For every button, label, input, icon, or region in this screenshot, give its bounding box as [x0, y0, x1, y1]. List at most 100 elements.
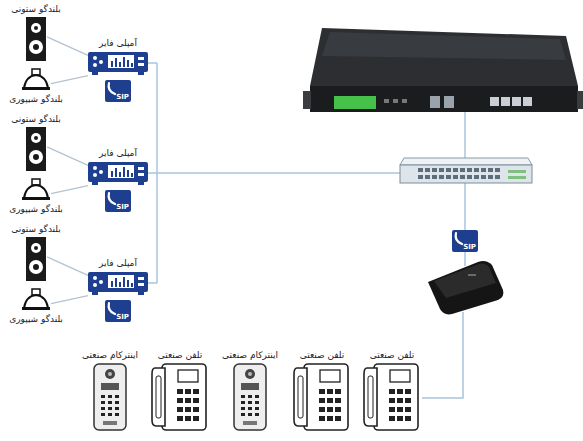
gateway-body: [428, 261, 503, 314]
server-port: [523, 97, 532, 106]
phone-key: [405, 389, 411, 394]
speaker-cone: [31, 243, 41, 253]
intercom-icon: [92, 362, 128, 432]
device-label: بلندگو شیپوری: [9, 314, 63, 324]
horn-speaker-icon: [21, 68, 51, 92]
horn-speaker-icon: [21, 178, 51, 202]
gateway-logo: [468, 274, 476, 276]
sip-badge-bg: [452, 230, 478, 252]
amplifier-foot: [138, 182, 144, 185]
device-label: آمپلی فایر: [99, 38, 137, 48]
amplifier-body: [88, 162, 148, 182]
speaker-cone-center: [33, 264, 39, 270]
server-port: [512, 97, 521, 106]
phone-key: [335, 398, 341, 403]
phone-key: [177, 407, 183, 412]
device-label: تلفن صنعتی: [370, 350, 415, 360]
intercom-screen: [101, 383, 119, 390]
amplifier-foot: [92, 72, 98, 75]
phone-icon: [292, 362, 352, 432]
phone-handset: [152, 368, 165, 426]
intercom-key: [115, 407, 119, 410]
amplifier-level-bar: [127, 170, 129, 177]
gateway-top: [434, 263, 496, 298]
horn-speaker: بلندگو شیپوری: [21, 288, 51, 326]
amplifier-level-bar: [123, 277, 125, 287]
intercom-screen: [241, 383, 259, 390]
speaker-cabinet: [26, 127, 46, 171]
intercom-key: [108, 413, 112, 416]
column-speaker-icon: [25, 236, 47, 282]
device-label: بلندگو ستونی: [11, 114, 61, 124]
switch-led: [508, 176, 526, 179]
horn-speaker-icon: [21, 288, 51, 312]
amplifier-level-bar: [119, 282, 121, 287]
column-speaker-icon: [25, 126, 47, 172]
phone-body: [374, 364, 418, 430]
intercom-body: [94, 364, 126, 430]
gateway-illustration: [428, 261, 503, 314]
industrial-intercom: اینترکام صنعتی: [92, 348, 128, 432]
phone-key: [193, 416, 199, 421]
speaker-cone: [29, 40, 43, 54]
phone-screen: [178, 370, 198, 382]
phone-key: [193, 389, 199, 394]
text-slot: SIP: [116, 313, 129, 321]
speaker-cone: [31, 23, 41, 33]
server-port: [501, 97, 510, 106]
phone-key: [319, 416, 325, 421]
phone-key: [397, 398, 403, 403]
sip-phone-glyph: [109, 303, 115, 314]
intercom-key: [248, 395, 252, 398]
bus-wire: [148, 62, 157, 64]
text-slot: بلندگو شیپوری: [9, 312, 63, 326]
switch-port: [488, 175, 493, 179]
phone-key: [327, 416, 333, 421]
phone-key: [327, 389, 333, 394]
phone-key: [185, 407, 191, 412]
amplifier-knob: [99, 280, 103, 284]
amplifier-foot: [92, 292, 98, 295]
phone-body: [304, 364, 348, 430]
intercom-key: [101, 407, 105, 410]
device-label: بلندگو شیپوری: [9, 94, 63, 104]
amplifier-icon: [88, 160, 148, 186]
switch-port: [481, 175, 486, 179]
column-speaker: بلندگو ستونی: [25, 222, 47, 282]
switch-front: [400, 165, 532, 183]
phone-key: [185, 398, 191, 403]
text-slot: آمپلی فایر: [99, 256, 137, 270]
phone-key: [405, 398, 411, 403]
horn-bell: [24, 75, 48, 88]
industrial-intercom: اینترکام صنعتی: [232, 348, 268, 432]
network-wire: [464, 112, 466, 158]
sip-badge-text: SIP: [116, 93, 129, 101]
amplifier-box: آمپلی فایر SIP: [88, 36, 148, 102]
speaker-cone-center: [33, 154, 39, 160]
amplifier-switch: [138, 277, 144, 280]
industrial-phone: تلفن صنعتی: [292, 348, 352, 432]
horn-speaker: بلندگو شیپوری: [21, 178, 51, 216]
intercom-key: [108, 401, 112, 404]
sip-badge-bg: [105, 190, 131, 212]
phone-key: [193, 398, 199, 403]
horn-speaker: بلندگو شیپوری: [21, 68, 51, 106]
server-ear: [577, 91, 583, 109]
intercom-key: [115, 395, 119, 398]
speaker-cone-center: [33, 44, 39, 50]
amplifier-level-bar: [123, 167, 125, 177]
text-slot: SIP: [116, 93, 129, 101]
phone-screen: [320, 370, 340, 382]
amplifier-level-bar: [127, 60, 129, 67]
speaker-cable: [47, 257, 88, 276]
phone-key: [177, 389, 183, 394]
intercom-key: [108, 395, 112, 398]
phone-key: [389, 389, 395, 394]
intercom-key: [101, 413, 105, 416]
column-speaker: بلندگو ستونی: [25, 2, 47, 62]
switch-port: [488, 168, 493, 172]
speaker-cone-center: [34, 26, 38, 30]
